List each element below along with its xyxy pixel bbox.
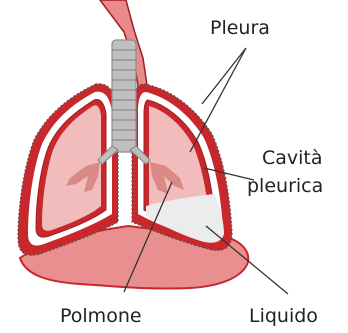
label-fluid: Liquido	[249, 305, 318, 327]
leader-pleura-outer	[202, 48, 246, 104]
label-lung: Polmone	[60, 305, 142, 327]
label-cavity-line1: Cavità	[262, 147, 323, 169]
label-pleura: Pleura	[210, 17, 270, 39]
label-cavity-line2: pleurica	[247, 175, 323, 197]
leader-pleura-inner	[190, 48, 246, 152]
